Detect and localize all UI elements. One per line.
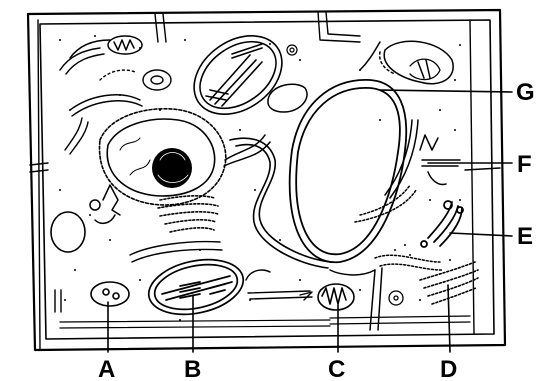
top-er-strand — [70, 70, 142, 116]
leader-g — [380, 90, 512, 92]
label-d: D — [440, 356, 457, 381]
top-left-mitochondrion — [108, 36, 142, 54]
label-e: E — [517, 223, 533, 250]
label-c: C — [328, 356, 345, 381]
leader-d — [448, 285, 450, 352]
small-vacuole-top — [268, 84, 307, 112]
small-vesicle-top — [143, 70, 171, 90]
label-a: A — [98, 356, 115, 381]
small-circle-top — [287, 45, 297, 55]
left-oval — [51, 212, 85, 252]
label-f: F — [517, 151, 532, 178]
golgi-e — [421, 201, 463, 247]
organelle-a — [91, 282, 129, 306]
mitochondrion-c — [318, 284, 354, 310]
chloroplast-top — [179, 20, 297, 131]
top-right-mitochondrion — [360, 41, 453, 83]
central-vacuole — [290, 80, 407, 262]
chloroplast-b — [144, 252, 249, 323]
label-b: B — [184, 356, 201, 381]
nucleus — [100, 109, 226, 205]
small-vesicle-bottom-right — [389, 291, 403, 305]
top-left-er — [60, 40, 110, 74]
label-g: G — [516, 79, 535, 106]
nucleus-squiggle — [90, 185, 120, 223]
